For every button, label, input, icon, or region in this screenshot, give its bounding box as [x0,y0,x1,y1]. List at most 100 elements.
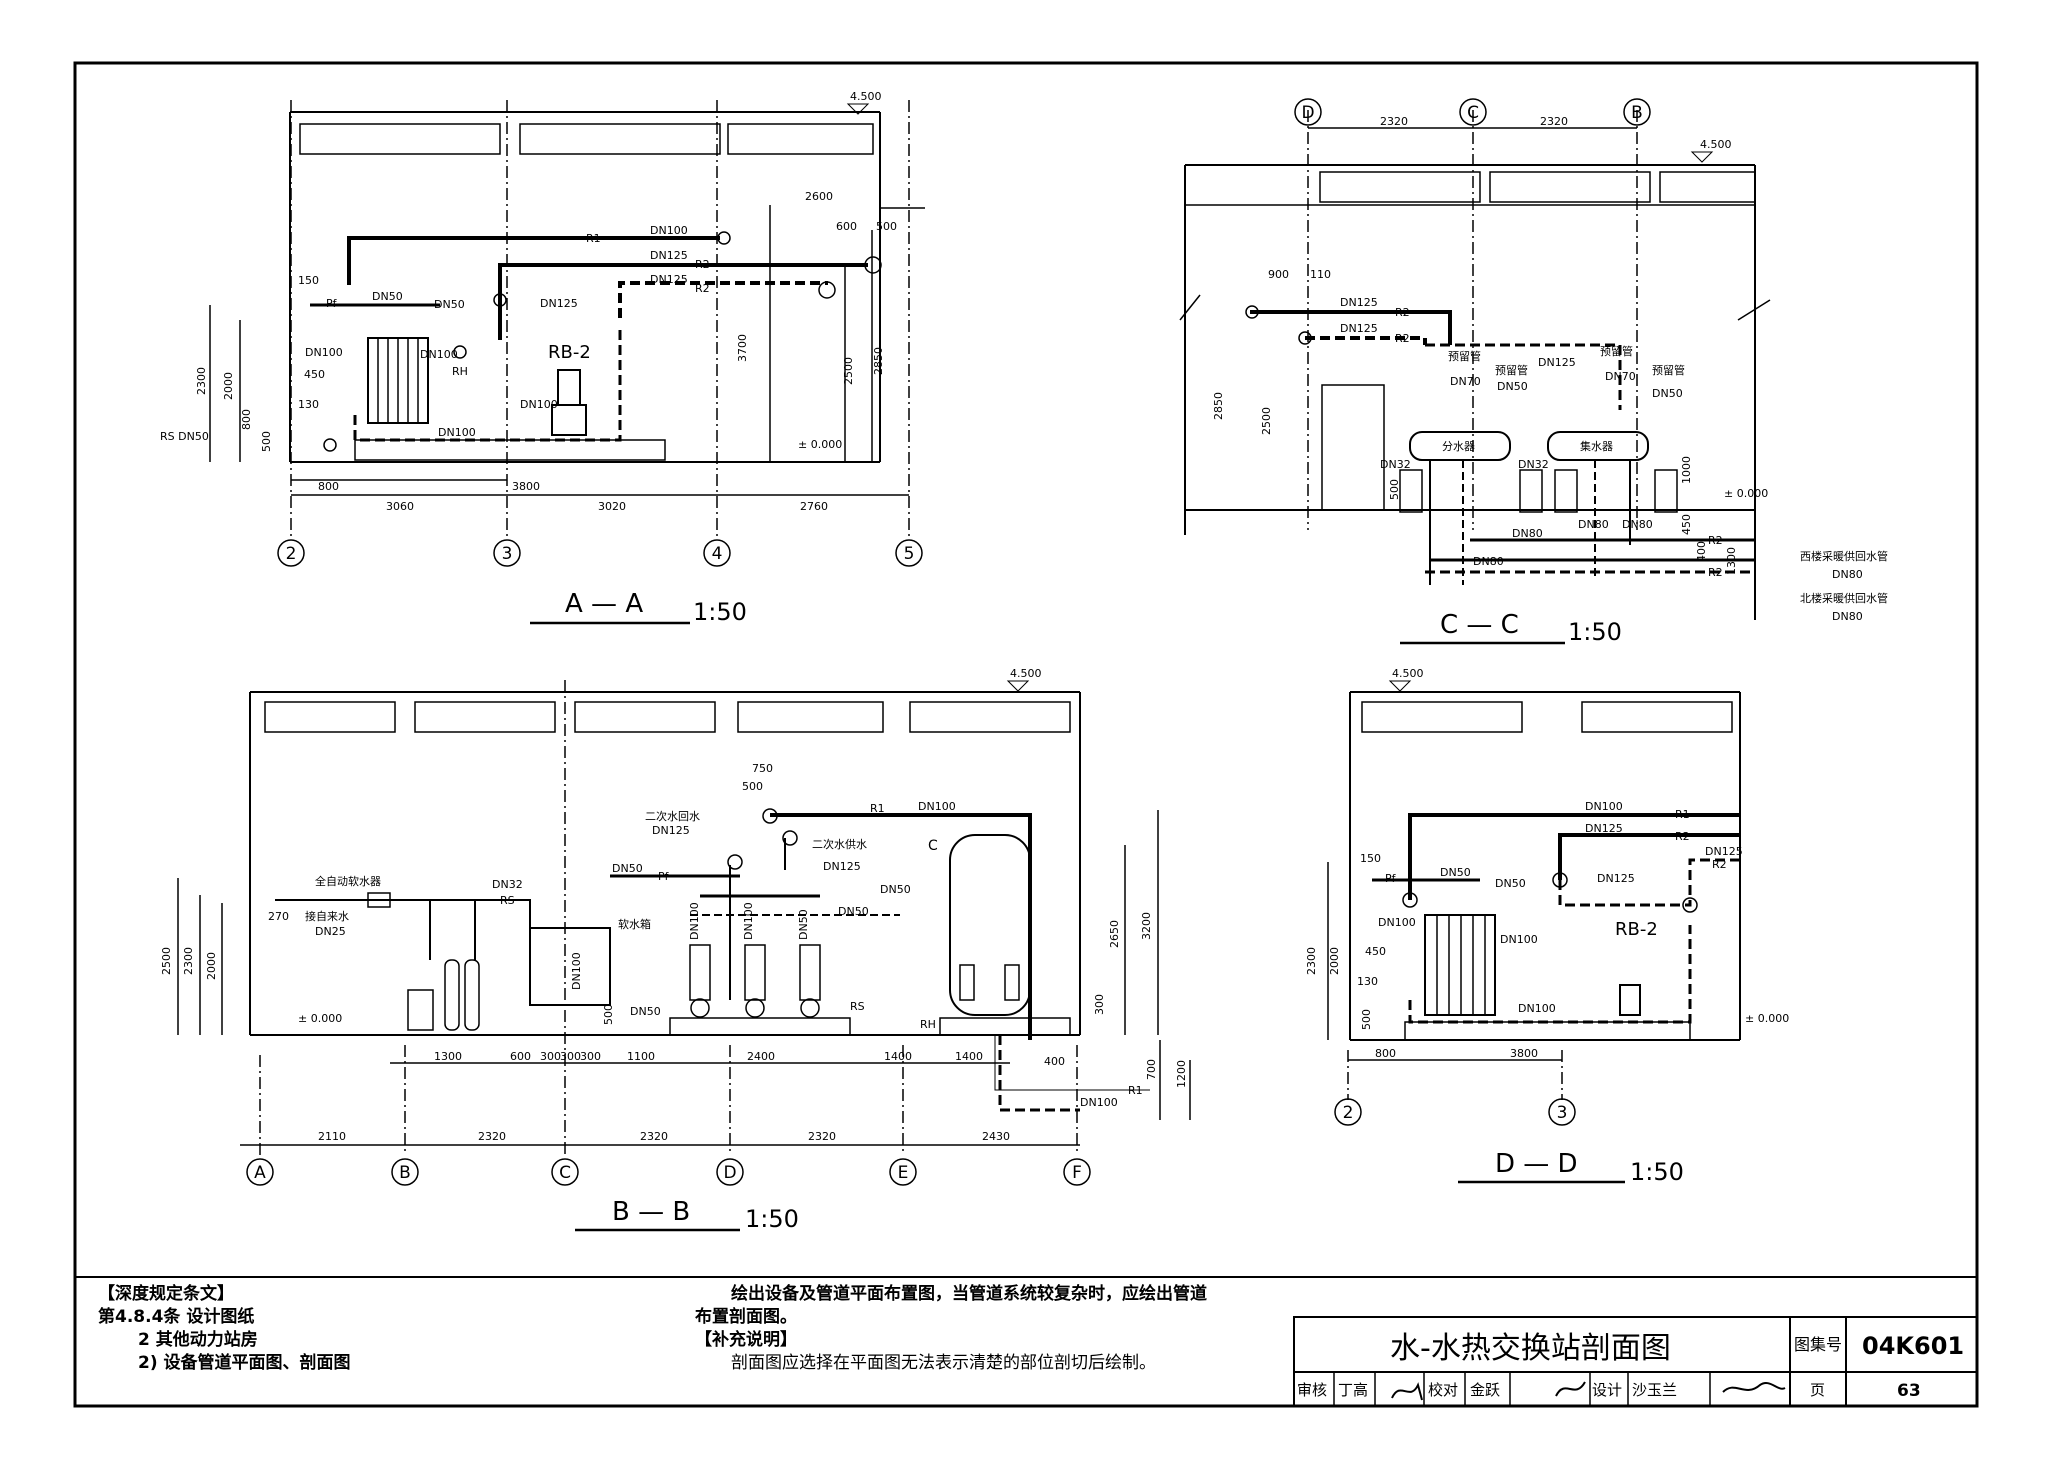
notes-requirement-1: 绘出设备及管道平面布置图，当管道系统较复杂时，应绘出管道 [731,1284,1207,1304]
dd-pipe-label: R2 [1675,830,1690,843]
bb-size-label: DN50 [880,883,911,896]
aa-title-text: A — A [565,589,643,619]
bb-dim: 2400 [747,1050,775,1063]
aa-dim: 2760 [800,500,828,513]
notes-heading: 【深度规定条文】 [98,1284,234,1304]
dd-elevation: 4.500 [1392,667,1424,680]
bb-dim: 400 [1044,1055,1065,1068]
check-label: 校对 [1428,1381,1458,1399]
section-aa [209,100,925,540]
bb-size-label: DN50 [838,905,869,918]
bb-dim-vertical: 2000 [205,952,218,980]
supplement-text: 剖面图应选择在平面图无法表示清楚的部位剖切后绘制。 [731,1353,1156,1373]
cc-reserved-pipe: 预留管 [1448,349,1481,363]
bb-pipe-label: R1 [1128,1084,1143,1097]
cc-north-pipe-label: 北楼采暖供回水管 [1800,591,1888,605]
bb-axis-label: B [399,1163,411,1183]
cc-dim: 2320 [1380,115,1408,128]
section-cc [1179,110,1771,620]
bb-size-label: DN100 [918,800,956,813]
aa-pipe-label: R1 [586,232,601,245]
bb-label: C [928,838,938,854]
aa-axis-label: 5 [904,544,915,564]
bb-dim-vertical: 2500 [160,947,173,975]
bb-axis-label: A [254,1163,266,1183]
bb-dim: 1400 [955,1050,983,1063]
elevation-marker [1006,680,1030,692]
bb-axis-label: D [723,1163,736,1183]
aa-dim-vertical: 500 [260,431,273,452]
dd-floor-level: ± 0.000 [1745,1012,1789,1025]
dd-dim-vertical: 2300 [1305,947,1318,975]
cc-dim-vertical: 1000 [1680,456,1693,484]
bb-pipe-label: RH [920,1018,936,1031]
bb-dim: 2320 [478,1130,506,1143]
notes-requirement-2: 布置剖面图。 [695,1307,797,1327]
cc-axis-label: C [1467,103,1479,123]
cc-dim: 900 [1268,268,1289,281]
cc-reserved-pipe: 预留管 [1600,344,1633,358]
aa-dim: 500 [876,220,897,233]
distributor [1409,431,1511,461]
bb-dim: 600 [510,1050,531,1063]
aa-size-label: DN100 [438,426,476,439]
bb-dim-vertical: 500 [602,1004,615,1025]
cc-title: C — C 1:50 [1400,610,1622,646]
dd-size-label: DN125 [1585,822,1623,835]
cc-size-label: DN80 [1512,527,1543,540]
cc-dim-vertical: 400 [1695,541,1708,562]
signature-reviewer [1391,1382,1423,1401]
reviewer-name: 丁高 [1338,1381,1368,1399]
bb-title-text: B — B [612,1197,690,1227]
aa-axis-label: 2 [286,544,297,564]
dd-title: D — D 1:50 [1458,1149,1684,1186]
bb-dim: 300 [580,1050,601,1063]
aa-dim-vertical: 2850 [872,347,885,375]
bb-dim: 2110 [318,1130,346,1143]
supplement-heading: 【补充说明】 [695,1330,797,1350]
cc-size-label: DN50 [1652,387,1683,400]
bb-size-label: DN50 [612,862,643,875]
bb-dim: 1300 [434,1050,462,1063]
aa-pipe-label: R2 [695,258,710,271]
bb-dim-vertical: 2650 [1108,920,1121,948]
aa-equipment: RB-2 [548,342,591,363]
page-number: 63 [1897,1381,1921,1401]
cc-pipe-label: R2 [1708,566,1723,579]
bb-pipe-label: RS [500,894,515,907]
bb-label: 接自来水 [305,910,349,923]
bb-dim: 1400 [884,1050,912,1063]
aa-size-label: DN50 [372,290,403,303]
aa-title-scale: 1:50 [693,598,747,626]
bb-size-label: DN100 [1080,1096,1118,1109]
bb-elevation: 4.500 [1010,667,1042,680]
bb-axis-label: F [1072,1163,1082,1183]
cc-west-pipe-label: 西楼采暖供回水管 [1800,549,1888,563]
aa-size-label: DN100 [305,346,343,359]
bb-pipe-label: R1 [870,802,885,815]
signature-checker [1555,1381,1586,1397]
checker-name: 金跃 [1470,1381,1500,1399]
cc-dim-vertical: 500 [1388,479,1401,500]
bb-label: 全自动软水器 [315,874,381,888]
bb-dim: 300 [540,1050,561,1063]
aa-dim-vertical: 2500 [842,357,855,385]
dd-size-label: DN125 [1705,845,1743,858]
dd-axis-label: 2 [1343,1103,1354,1123]
aa-size-label: DN50 [434,298,465,311]
aa-dim-vertical: 2300 [195,367,208,395]
bb-dim: 300 [560,1050,581,1063]
aa-pipe-label: R2 [695,282,710,295]
bb-size-label: DN125 [823,860,861,873]
bb-label: 二次水供水 [812,837,867,851]
bb-pipe-label: RS [850,1000,865,1013]
cc-title-scale: 1:50 [1568,618,1622,646]
dd-dim: 800 [1375,1047,1396,1060]
aa-size-label: DN100 [520,398,558,411]
designer-name: 沙玉兰 [1632,1381,1677,1399]
cc-reserved-pipe: 预留管 [1495,363,1528,377]
bb-dim-small: 270 [268,910,289,923]
bb-dim-vertical: 700 [1145,1059,1158,1080]
aa-axis-label: 3 [502,544,513,564]
cc-pipe-label: R2 [1395,306,1410,319]
